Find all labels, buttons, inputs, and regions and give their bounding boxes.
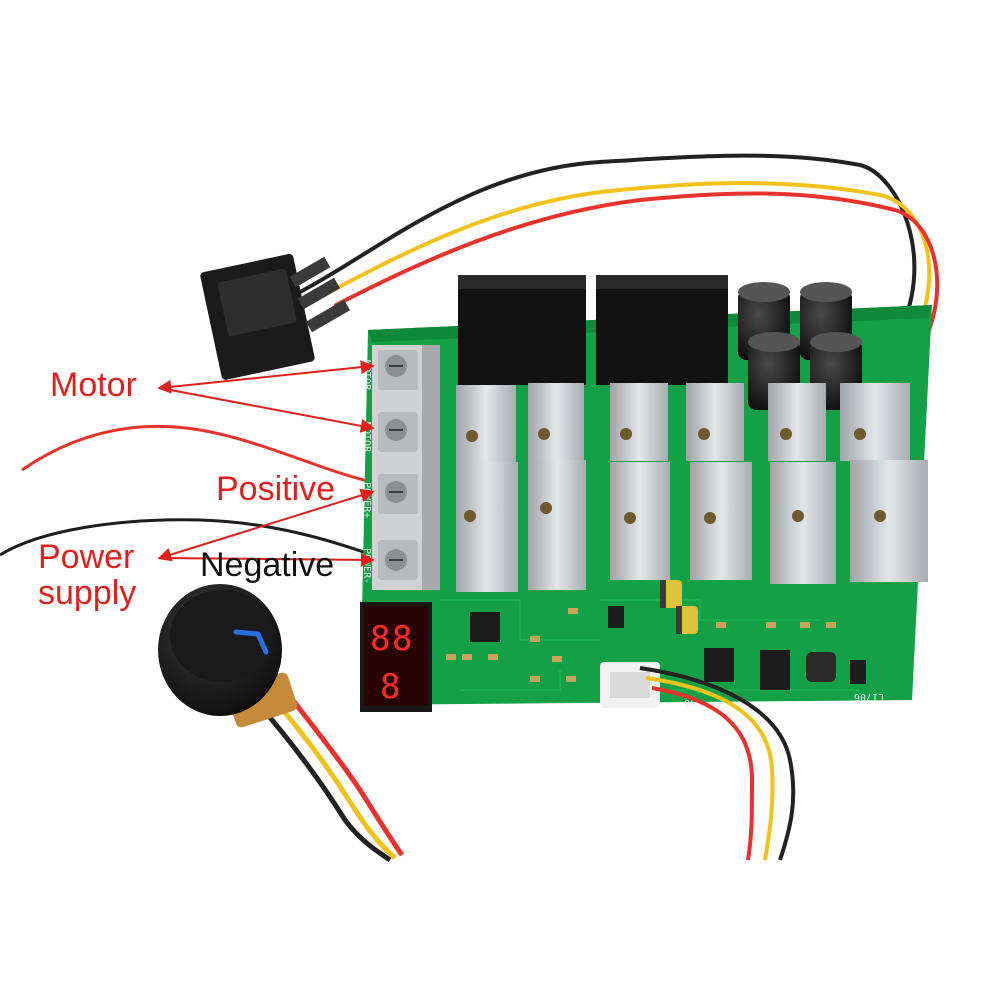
negative-label: Negative [200,546,334,584]
power-supply-label-line1: Power [38,538,134,576]
power-supply-label-line2: supply [38,574,136,612]
motor-arrow-2 [159,387,375,433]
potentiometer-cable [639,666,796,861]
heatsink [528,383,584,461]
heatsinks-row-2 [456,460,928,592]
positive-label: Positive [216,470,335,508]
heatsink [456,385,516,463]
terminal-mark-4: POWER- [361,548,372,584]
board-model-silk: LI706 [854,691,884,702]
smd-components [446,606,866,690]
rocker-switch [200,253,351,380]
wire-connector [600,662,660,708]
heatsink [768,383,826,461]
terminal-mark-3: POWER+ [361,482,372,518]
motor-label: Motor [50,366,137,404]
negative-arrow [159,552,375,567]
terminal-motor-2 [378,412,418,452]
led-digit-3: 8 [380,667,400,707]
motor-arrow-1 [157,360,375,394]
heatsink [840,383,910,461]
terminal-mark-2: MOTOR [361,422,372,453]
heatsink [610,462,670,580]
relays [458,275,728,385]
heatsink [686,383,744,461]
terminal-motor-1 [378,350,418,390]
terminal-power-positive [378,474,418,514]
annotation-arrows [157,360,375,567]
heatsink [850,460,928,582]
led-digit-2: 8 [392,619,412,659]
board-silk-fragment: 96 [684,697,696,708]
led-display: 8 8 8 [360,602,432,712]
knob [158,584,282,716]
heatsinks-row-1 [456,383,910,463]
heatsink [456,462,518,592]
small-capacitors [660,580,698,634]
heatsink [770,462,836,584]
heatsink [528,460,586,590]
led-digit-1: 8 [370,619,390,659]
heatsink [610,383,668,461]
heatsink [690,462,752,580]
terminal-power-negative [378,540,418,580]
positive-arrow [157,488,375,562]
terminal-mark-1: MOTOR [361,360,372,391]
